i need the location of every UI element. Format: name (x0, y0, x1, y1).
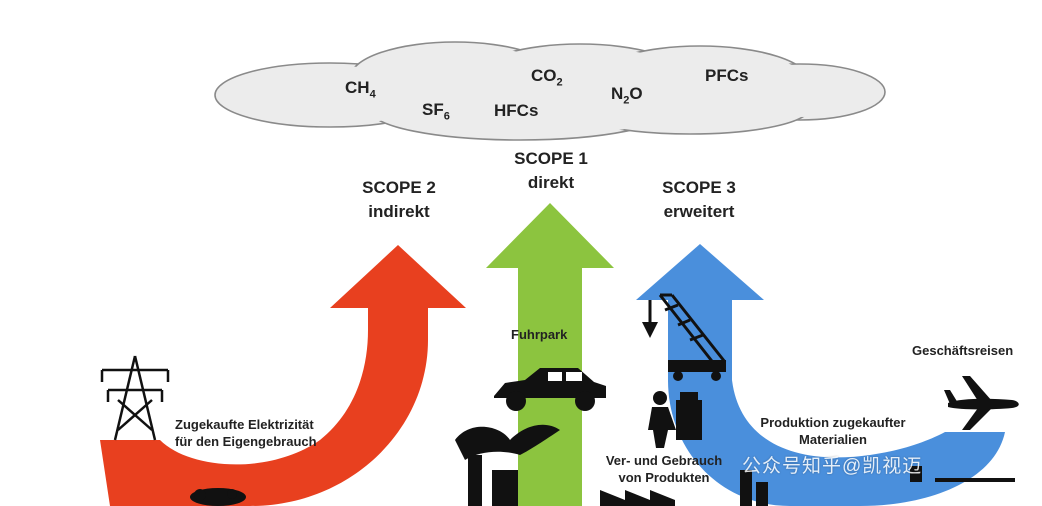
scope2-label: SCOPE 2 indirekt (344, 176, 454, 224)
scope1-title: SCOPE 1 (514, 149, 588, 168)
scope3-label: SCOPE 3 erweitert (644, 176, 754, 224)
label-fuhrpark: Fuhrpark (511, 327, 568, 342)
cloud-fill-overlay (218, 45, 882, 137)
label-usage-line2: von Produkten (618, 470, 710, 485)
industry-buildings-icon (600, 466, 1015, 506)
scope1-arrow (486, 203, 614, 506)
worker-icon (648, 391, 702, 448)
power-pylon-icon (100, 355, 170, 441)
gas-co2: CO2 (531, 66, 563, 89)
scope2-subtitle: indirekt (368, 202, 430, 221)
label-usage: Ver- und Gebrauch von Produkten (594, 452, 734, 486)
gas-pfcs: PFCs (705, 66, 749, 85)
label-electricity: Zugekaufte Elektrizität für den Eigengeb… (175, 416, 317, 450)
scope3-title: SCOPE 3 (662, 178, 736, 197)
label-electricity-line2: für den Eigengebrauch (175, 434, 317, 449)
scope3-subtitle: erweitert (663, 202, 735, 221)
gas-sf6: SF6 (422, 100, 450, 123)
label-usage-line1: Ver- und Gebrauch (605, 453, 723, 468)
label-production-line2: Materialien (799, 432, 867, 447)
label-production: Produktion zugekaufter Materialien (742, 414, 924, 448)
car-icon (494, 368, 606, 411)
scope2-title: SCOPE 2 (362, 178, 436, 197)
scope1-subtitle: direkt (527, 173, 575, 192)
crane-icon (648, 293, 727, 366)
label-electricity-line1: Zugekaufte Elektrizität (175, 417, 314, 432)
gas-ch4: CH4 (345, 78, 376, 101)
crane-base-icon (642, 322, 726, 381)
scope3-arrow (636, 244, 1005, 506)
gas-n2o: N2O (611, 84, 643, 107)
factory-smoke-icon (455, 424, 560, 506)
gas-hfcs: HFCs (494, 101, 539, 120)
label-production-line1: Produktion zugekaufter (760, 415, 906, 430)
machinery-icon (190, 488, 246, 506)
label-geschaeftsreisen: Geschäftsreisen (912, 343, 1014, 358)
scope2-arrow (100, 245, 466, 506)
airplane-icon (944, 376, 1019, 430)
scope1-label: SCOPE 1 direkt (496, 147, 606, 195)
watermark: 公众号知乎@凯视迈 (742, 456, 923, 477)
